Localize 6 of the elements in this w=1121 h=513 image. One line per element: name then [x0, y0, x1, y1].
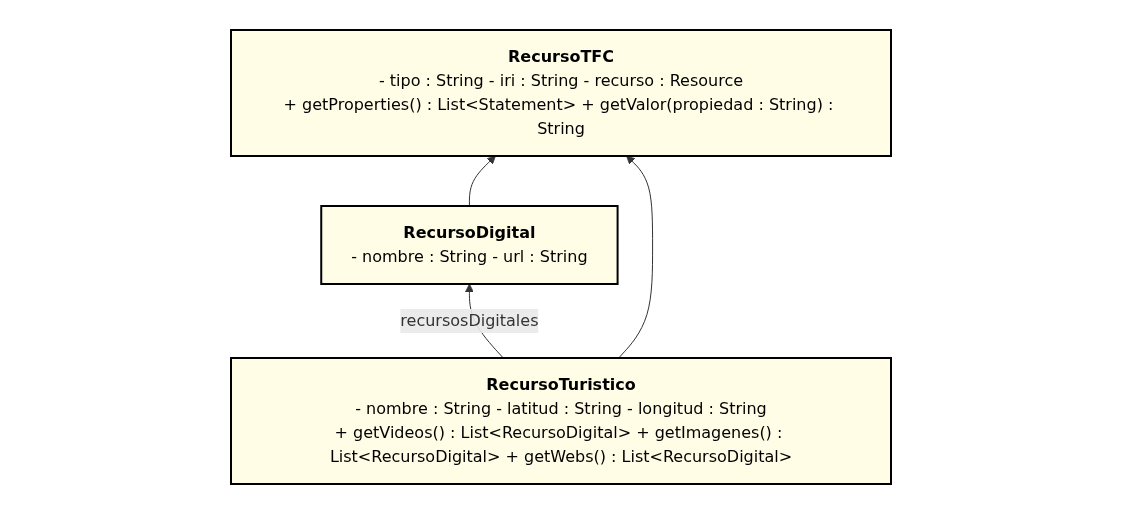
- edge-label: recursosDigitales: [399, 310, 538, 330]
- arrow: [617, 155, 653, 358]
- node-box: RecursoDigital - nombre : String - url : String: [319, 204, 619, 285]
- node-box: RecursoTFC - tipo : String - iri : String - recurso : Resource + getProperties() : List<Statement> + getValor(propiedad : String) : String: [229, 28, 892, 157]
- node-box: RecursoTuristico - nombre : String - latitud : String - longitud : String + getVideos() : List<RecursoDigital> + getImagenes() : List<RecursoDigital> + getWebs() : List<RecursoDigital>: [229, 356, 892, 485]
- arrow: [468, 155, 496, 206]
